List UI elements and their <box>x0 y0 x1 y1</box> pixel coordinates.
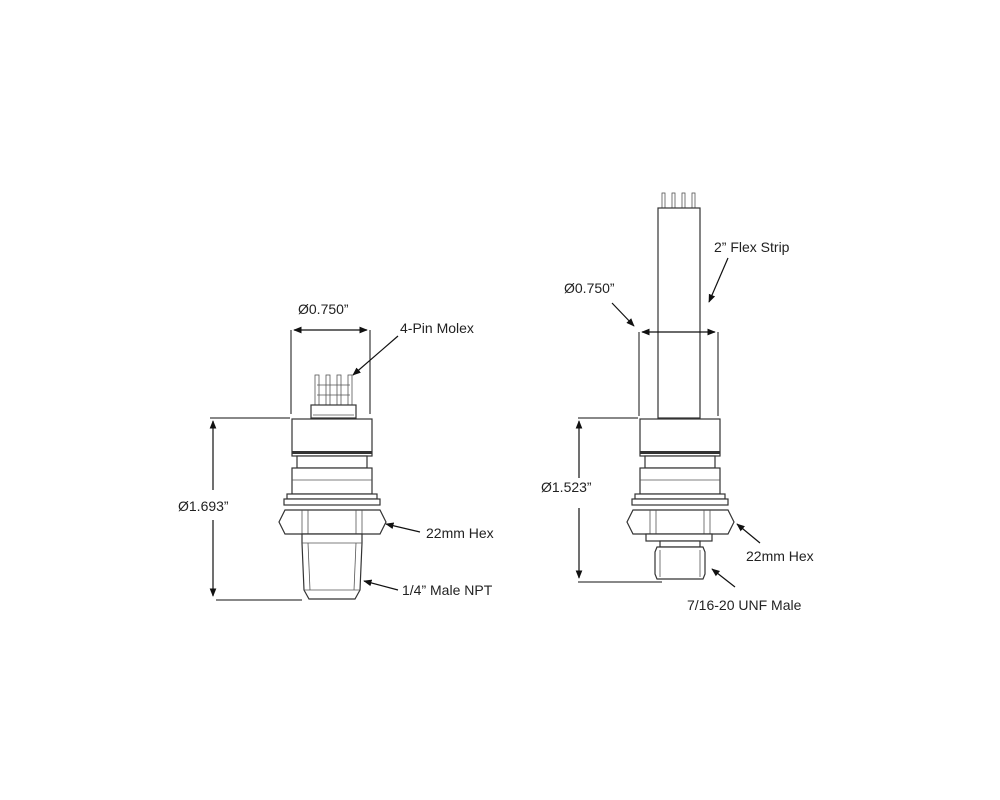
right-connector-label: 2” Flex Strip <box>714 239 790 255</box>
hex-nut <box>278 509 387 535</box>
right-sensor <box>575 192 761 588</box>
left-connector-label: 4-Pin Molex <box>400 320 474 336</box>
left-body-diameter-label: Ø1.693” <box>178 498 229 514</box>
flex-strip <box>657 207 701 419</box>
left-sensor <box>209 326 421 601</box>
right-hex-label: 22mm Hex <box>746 548 814 564</box>
housing-cap <box>291 418 373 457</box>
left-thread-label: 1/4” Male NPT <box>402 582 493 598</box>
housing-body <box>291 467 373 495</box>
npt-thread <box>301 533 363 600</box>
right-thread-label: 7/16-20 UNF Male <box>687 597 802 613</box>
molex-connector-icon <box>310 374 357 419</box>
left-top-diameter-label: Ø0.750” <box>298 301 349 317</box>
flex-strip-pins-icon <box>661 192 696 209</box>
right-body-diameter-label: Ø1.523” <box>541 479 592 495</box>
left-hex-label: 22mm Hex <box>426 525 494 541</box>
o-ring <box>292 451 372 454</box>
right-top-diameter-label: Ø0.750” <box>564 280 615 296</box>
unf-thread <box>654 546 706 580</box>
hex-nut-right <box>626 509 735 535</box>
